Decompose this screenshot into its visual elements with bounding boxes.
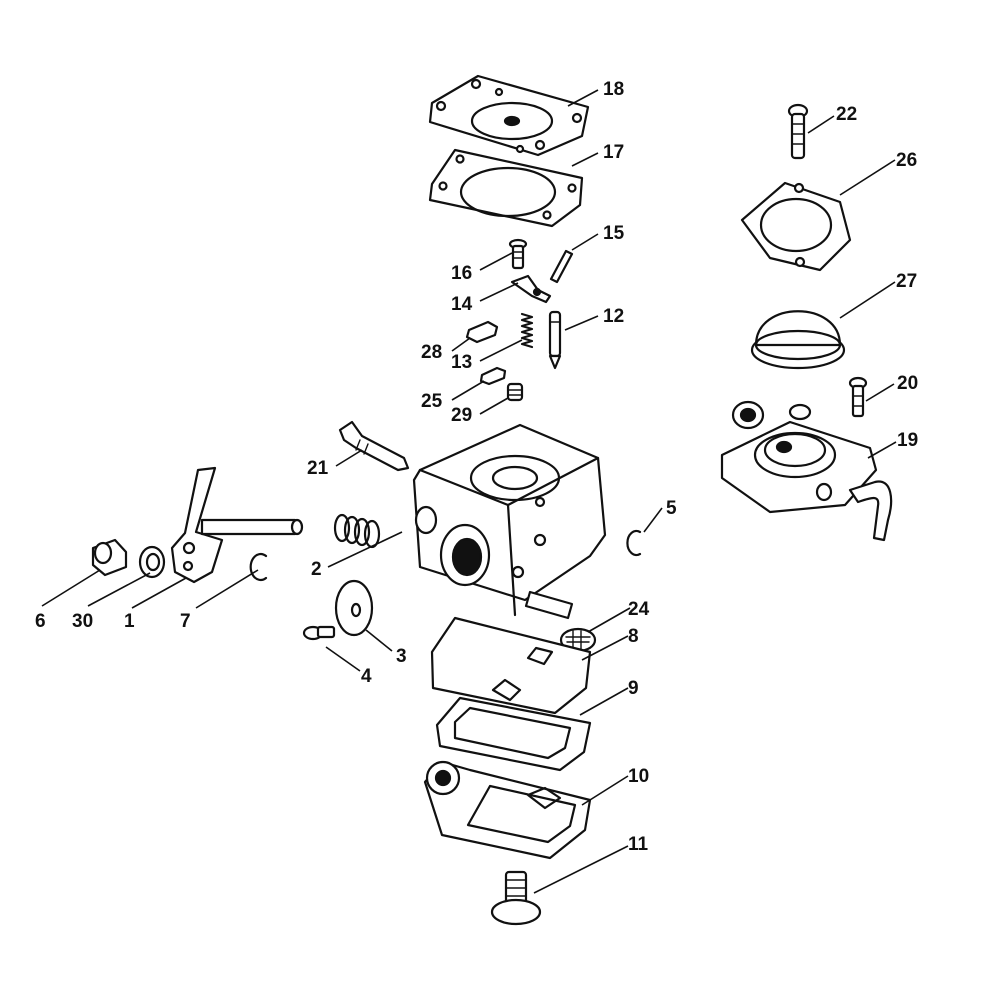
leader-3	[365, 629, 393, 652]
part-14-control-lever[interactable]	[510, 274, 552, 304]
leader-8	[581, 635, 629, 661]
leader-19	[867, 441, 897, 459]
callout-18: 18	[603, 79, 624, 100]
leader-5	[643, 507, 663, 533]
leader-15	[571, 233, 599, 251]
leader-26	[839, 159, 896, 196]
part-12-inlet-needle[interactable]	[548, 310, 562, 370]
part-18-diaphragm[interactable]	[428, 74, 590, 157]
callout-5: 5	[666, 498, 677, 519]
part-8-diaphragm[interactable]	[430, 616, 592, 715]
leader-11	[533, 845, 629, 894]
part-1-throttle-shaft[interactable]	[170, 466, 304, 584]
part-30-washer[interactable]	[138, 545, 166, 579]
leader-lines	[41, 89, 897, 894]
leader-24	[587, 607, 631, 633]
callout-14: 14	[451, 294, 473, 315]
leader-20	[865, 383, 895, 402]
part-26-flange[interactable]	[740, 181, 852, 272]
leader-14	[479, 282, 519, 302]
callout-16: 16	[451, 263, 472, 284]
callout-3: 3	[396, 646, 407, 667]
callout-12: 12	[603, 306, 624, 327]
callout-20: 20	[897, 373, 918, 394]
callout-29: 29	[451, 405, 472, 426]
leader-2	[327, 531, 403, 568]
leader-13	[479, 339, 523, 362]
leader-27	[839, 281, 896, 319]
leader-6	[41, 569, 101, 607]
part-10-cover[interactable]	[423, 760, 592, 860]
part-25-block[interactable]	[479, 366, 507, 386]
part-16-screw[interactable]	[508, 238, 528, 270]
part-7-eclip[interactable]	[249, 552, 268, 582]
part-29-plug[interactable]	[506, 382, 524, 402]
callout-19: 19	[897, 430, 918, 451]
leader-22	[807, 115, 835, 134]
leader-28	[451, 337, 471, 352]
leader-18	[567, 89, 599, 107]
leader-16	[479, 252, 513, 271]
leader-21	[335, 449, 363, 467]
part-22-screw[interactable]	[787, 103, 809, 160]
callout-10: 10	[628, 766, 649, 787]
part-28-block[interactable]	[465, 320, 499, 344]
callout-labels: 18 17 15 16 14 12 28 13 25 29 21 2 3 4 5…	[35, 79, 918, 855]
carburetor-body[interactable]	[412, 423, 607, 620]
leader-17	[571, 152, 599, 167]
callout-6: 6	[35, 611, 46, 632]
leader-9	[579, 687, 629, 716]
part-11-screw[interactable]	[490, 870, 542, 926]
callout-27: 27	[896, 271, 917, 292]
leader-30	[87, 572, 151, 607]
callout-28: 28	[421, 342, 442, 363]
callout-9: 9	[628, 678, 639, 699]
callout-4: 4	[361, 666, 372, 687]
callout-21: 21	[307, 458, 329, 479]
callout-26: 26	[896, 150, 917, 171]
leader-1	[131, 577, 187, 609]
callout-2: 2	[311, 559, 322, 580]
callout-17: 17	[603, 142, 624, 163]
part-5-eclip[interactable]	[626, 529, 642, 557]
part-2-spring[interactable]	[333, 513, 381, 549]
part-27-primer-bulb[interactable]	[750, 310, 846, 370]
part-4-screw[interactable]	[302, 625, 336, 641]
part-24-strainer[interactable]	[559, 627, 597, 653]
part-15-pin[interactable]	[549, 249, 574, 284]
callout-1: 1	[124, 611, 135, 632]
part-21-adjusting-screw[interactable]	[338, 420, 410, 472]
callout-11: 11	[628, 834, 649, 855]
part-13-spring[interactable]	[520, 312, 534, 349]
part-3-throttle-plate[interactable]	[334, 579, 374, 637]
leader-12	[564, 315, 599, 331]
callout-15: 15	[603, 223, 625, 244]
leader-29	[479, 397, 509, 415]
leader-25	[451, 380, 485, 401]
leader-10	[581, 775, 629, 806]
callout-13: 13	[451, 352, 472, 373]
part-17-gasket[interactable]	[428, 148, 584, 228]
callout-8: 8	[628, 626, 639, 647]
part-19-pump-housing[interactable]	[720, 400, 893, 542]
callout-24: 24	[628, 599, 650, 620]
callout-30: 30	[72, 611, 93, 632]
callout-22: 22	[836, 104, 857, 125]
callout-7: 7	[180, 611, 191, 632]
leader-7	[195, 569, 259, 609]
leader-4	[325, 646, 361, 672]
part-6-sleeve[interactable]	[91, 538, 128, 577]
part-20-screw[interactable]	[848, 376, 868, 418]
part-9-gasket[interactable]	[435, 696, 592, 772]
callout-25: 25	[421, 391, 443, 412]
